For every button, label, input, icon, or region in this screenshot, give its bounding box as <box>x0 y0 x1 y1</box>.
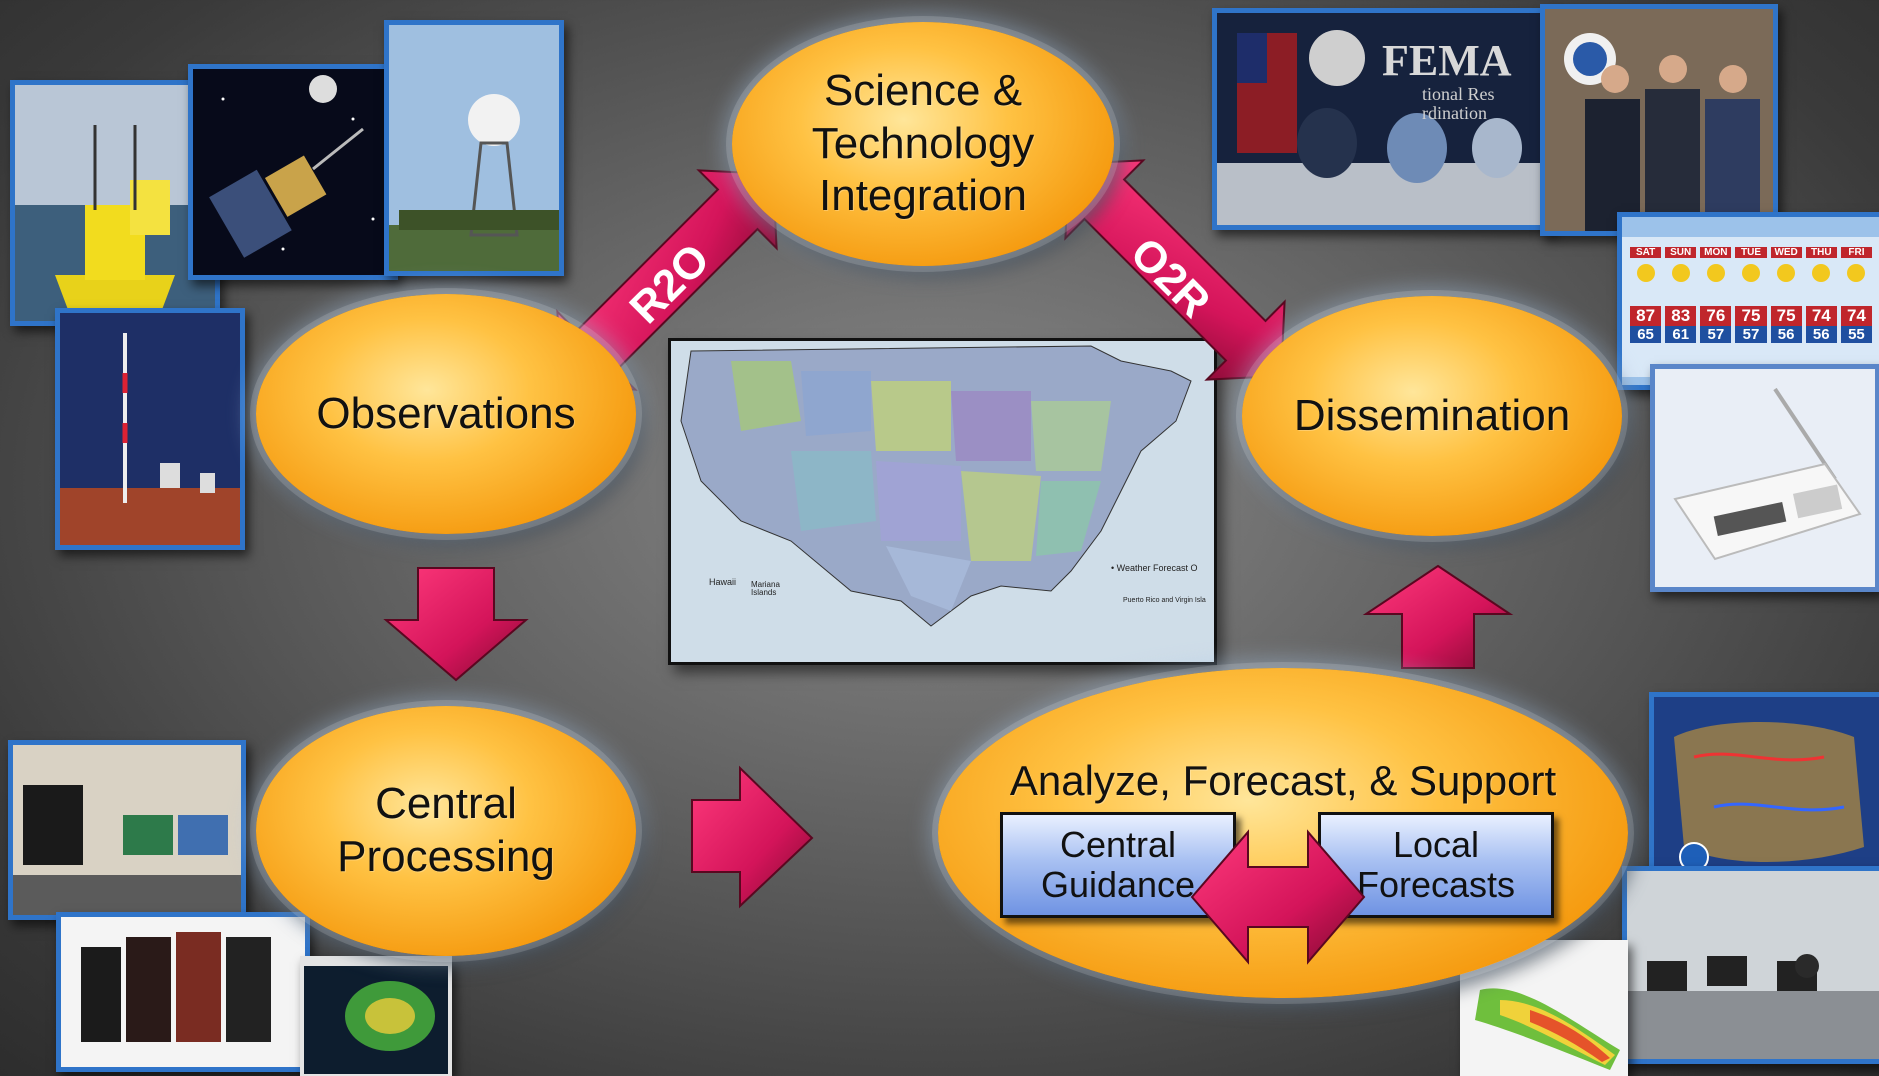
forecast-low: 57 <box>1735 326 1767 343</box>
science-technology-node: Science & Technology Integration <box>732 22 1114 266</box>
buoy-photo <box>10 80 220 326</box>
forecast-high: 74 <box>1805 306 1837 326</box>
fema-meeting-photo: FEMA tional Res rdination <box>1212 8 1554 230</box>
operations-room-photo <box>1622 866 1879 1064</box>
weather-station-photo <box>55 308 245 550</box>
forecast-low: 56 <box>1805 326 1837 343</box>
sun-icon <box>1847 264 1866 282</box>
fema-sub-text: tional Res rdination <box>1422 84 1495 123</box>
map-hawaii-label: Hawaii <box>709 577 737 587</box>
forecast-high: 75 <box>1735 306 1767 326</box>
supercomputer-photo <box>56 912 310 1072</box>
forecast-high: 74 <box>1840 306 1872 326</box>
central-processing-node: Central Processing <box>256 706 636 956</box>
down-arrow <box>383 567 529 682</box>
map-mariana-label: Mariana Islands <box>751 580 780 597</box>
map-puerto-rico-label: Puerto Rico and Virgin Isla <box>1123 597 1206 604</box>
fema-sign-text: FEMA <box>1382 36 1512 85</box>
forecast-high: 76 <box>1700 306 1732 326</box>
forecast-low: 57 <box>1700 326 1732 343</box>
forecast-high: 75 <box>1770 306 1802 326</box>
analyze-forecast-label: Analyze, Forecast, & Support <box>1009 757 1557 804</box>
guidance-forecast-double-arrow <box>1190 829 1366 965</box>
up-arrow <box>1362 564 1514 669</box>
weather-radio-photo <box>1650 364 1879 592</box>
forecast-high: 83 <box>1665 306 1697 326</box>
forecast-day-label: TUE <box>1735 247 1767 258</box>
observations-label: Observations <box>316 388 576 438</box>
forecast-day-label: SAT <box>1630 247 1662 258</box>
forecast-day-label: THU <box>1805 247 1837 258</box>
sun-icon <box>1812 264 1831 282</box>
sun-icon <box>1706 264 1725 282</box>
science-technology-label: Science & Technology Integration <box>811 65 1035 221</box>
forecast-low: 55 <box>1840 326 1872 343</box>
observations-node: Observations <box>256 294 636 534</box>
sun-icon <box>1671 264 1690 282</box>
surface-map-photo <box>1649 692 1879 889</box>
forecast-day-label: FRI <box>1840 247 1872 258</box>
forecast-low: 61 <box>1665 326 1697 343</box>
us-forecast-office-map: Hawaii Mariana Islands • Weather Forecas… <box>668 338 1217 665</box>
forecast-low: 65 <box>1630 326 1662 343</box>
forecast-day-label: WED <box>1770 247 1802 258</box>
forecast-high: 87 <box>1630 306 1662 326</box>
central-processing-label: Central Processing <box>337 779 555 881</box>
right-arrow <box>691 765 814 909</box>
forecast-low: 56 <box>1770 326 1802 343</box>
radar-software-photo <box>300 956 452 1076</box>
dissemination-label: Dissemination <box>1293 390 1571 440</box>
sun-icon <box>1741 264 1760 282</box>
dissemination-node: Dissemination <box>1242 296 1622 536</box>
radar-tower-photo <box>384 20 564 276</box>
sun-icon <box>1636 264 1655 282</box>
forecast-day-label: SUN <box>1665 247 1697 258</box>
sun-icon <box>1777 264 1796 282</box>
map-legend-label: • Weather Forecast O <box>1111 563 1198 573</box>
forecast-day-label: MON <box>1700 247 1732 258</box>
